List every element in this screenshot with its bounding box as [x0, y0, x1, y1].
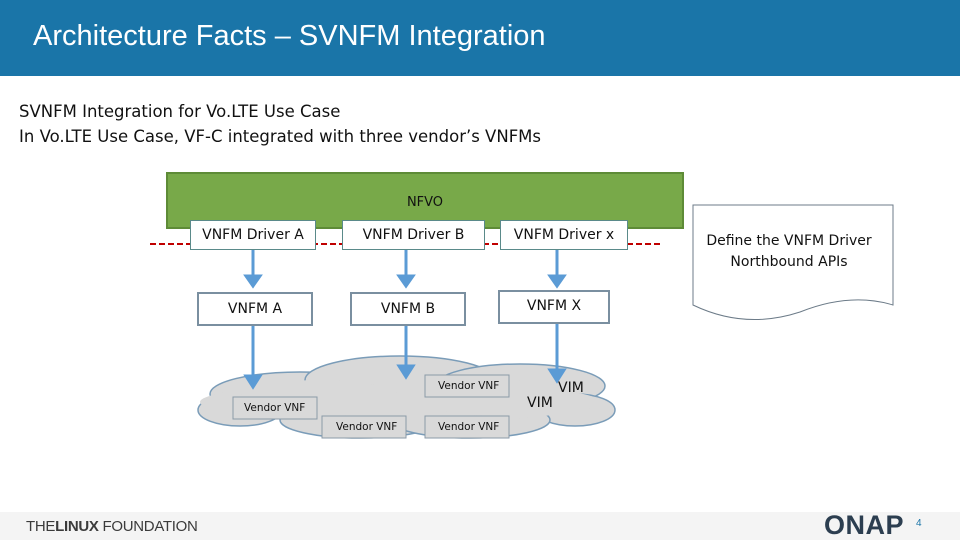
vnfm-b: VNFM B: [350, 292, 466, 326]
onap-logo-text: ONAP: [824, 510, 905, 540]
driver-arrows: [243, 250, 567, 289]
vim-label-2: VIM: [527, 395, 553, 411]
title-bar: Architecture Facts – SVNFM Integration: [0, 0, 960, 76]
vnfm-arrows: [243, 324, 567, 390]
footer-bar: [0, 512, 960, 540]
slide-title: Architecture Facts – SVNFM Integration: [33, 20, 546, 52]
page-number: 4: [916, 518, 922, 529]
intro-line-1: SVNFM Integration for Vo.LTE Use Case: [19, 102, 341, 121]
vnfm-driver-x: VNFM Driver x: [500, 220, 628, 250]
vim-label-1: VIM: [558, 380, 584, 396]
vnfm-a: VNFM A: [197, 292, 313, 326]
vendor-vnf-box-4: [424, 374, 510, 398]
vendor-vnf-label-4: Vendor VNF: [438, 380, 500, 392]
vendor-vnf-box-3: [424, 415, 510, 439]
nfvo-label: NFVO: [406, 195, 444, 210]
lf-suffix: FOUNDATION: [98, 518, 198, 535]
vendor-vnf-box-1: [232, 396, 318, 420]
note-shape: [692, 204, 894, 320]
note-text: Define the VNFM Driver Northbound APIs: [706, 233, 872, 270]
vnfm-x: VNFM X: [498, 290, 610, 324]
vnfm-driver-a: VNFM Driver A: [190, 220, 316, 250]
nfvo-box: NFVO: [166, 172, 684, 229]
vnfm-driver-b: VNFM Driver B: [342, 220, 485, 250]
vendor-vnf-label-1: Vendor VNF: [244, 402, 306, 414]
vendor-vnf-box-2: [321, 415, 407, 439]
lf-prefix: THE: [26, 518, 56, 535]
linux-foundation-logo-text: THELINUX FOUNDATION: [26, 518, 198, 535]
lf-bold: LINUX: [55, 518, 99, 535]
intro-line-2: In Vo.LTE Use Case, VF-C integrated with…: [19, 127, 542, 146]
vendor-vnf-label-2: Vendor VNF: [336, 421, 398, 433]
vendor-vnf-label-3: Vendor VNF: [438, 421, 500, 433]
